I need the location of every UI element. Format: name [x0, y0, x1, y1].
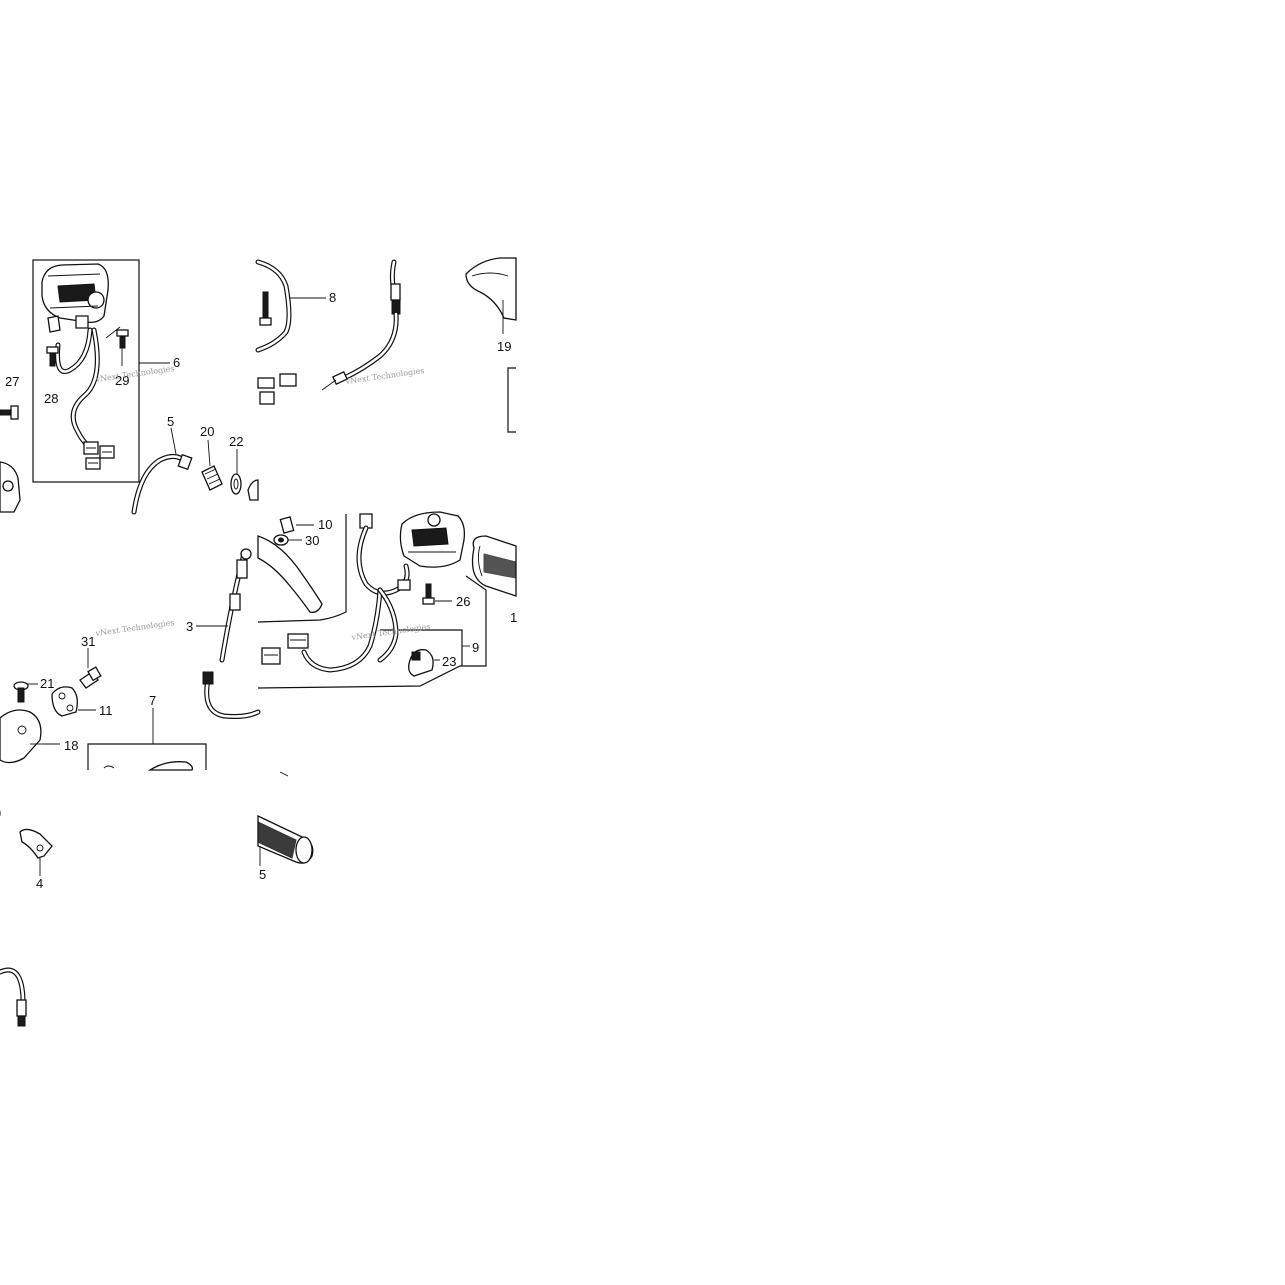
grip-1: [471, 535, 517, 597]
callout-23: 23: [442, 654, 456, 669]
callout-26: 26: [456, 594, 470, 609]
grip-5: [257, 771, 314, 866]
screw-21: [13, 681, 38, 703]
callout-5-bottom: 5: [259, 867, 266, 882]
lever-bracket-18: [0, 709, 60, 764]
callout-29: 29: [115, 373, 129, 388]
callout-7: 7: [149, 693, 156, 708]
callout-31: 31: [81, 634, 95, 649]
bracket-4: [19, 828, 53, 876]
throttle-cable-5: [131, 427, 193, 515]
lever-assembly-tile: [0, 548, 261, 771]
switch-assembly-tile: [257, 511, 517, 689]
washer-22: [230, 449, 242, 495]
screw-26: [422, 583, 452, 605]
callout-6: 6: [173, 355, 180, 370]
callout-5-top: 5: [167, 414, 174, 429]
callout-1: 1: [510, 610, 517, 625]
watermark-4: vNext Technologies: [350, 622, 431, 642]
clamp-11: [51, 686, 96, 717]
callout-30: 30: [305, 533, 319, 548]
bolt-31: [79, 648, 102, 689]
callout-3: 3: [186, 619, 193, 634]
bracket-fragment: [247, 479, 259, 501]
callout-28: 28: [44, 391, 58, 406]
callout-27: 27: [5, 374, 19, 389]
watermark-2: vNext Technologies: [344, 366, 425, 386]
callout-4: 4: [36, 876, 43, 891]
callout-22: 22: [229, 434, 243, 449]
screw-29: [116, 329, 129, 366]
switch-housing-panel: [32, 259, 170, 483]
callout-19: 19: [497, 339, 511, 354]
nut-30: [273, 534, 302, 546]
watermark-3: vNext Technologies: [94, 618, 175, 638]
bolt-20: [201, 439, 223, 491]
watermark-1: vNext Technologies: [94, 364, 175, 384]
callout-11: 11: [99, 703, 113, 718]
callout-20: 20: [200, 424, 214, 439]
callout-8: 8: [329, 290, 336, 305]
callout-9-edge: 9: [0, 806, 1, 821]
cable-fragment-bottom: [0, 967, 27, 1027]
screw-28: [46, 346, 59, 367]
screw-27: [0, 405, 19, 420]
callout-21: 21: [40, 676, 54, 691]
callout-18: 18: [64, 738, 78, 753]
bolt-10: [279, 516, 314, 534]
clamp-23: [408, 649, 440, 677]
callout-9: 9: [472, 640, 479, 655]
cable-8-tile: [255, 259, 401, 405]
lever-19: [465, 257, 517, 433]
callout-10: 10: [318, 517, 332, 532]
